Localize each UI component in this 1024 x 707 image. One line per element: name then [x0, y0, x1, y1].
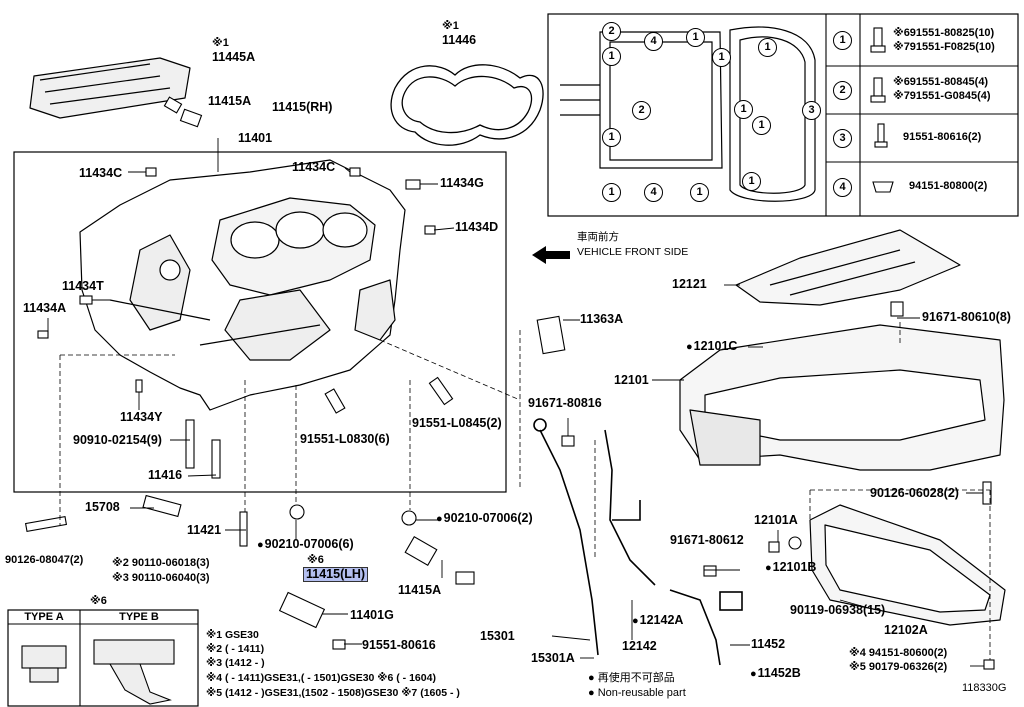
- key-callout-4: 4: [833, 178, 852, 197]
- applicability-5: ※5 (1412 - )GSE31,(1502 - 1508)GSE30 ※7 …: [206, 687, 460, 699]
- label-11434g[interactable]: 11434G: [440, 176, 484, 190]
- label-15708[interactable]: 15708: [85, 500, 120, 514]
- non-reusable-jp: ● 再使用不可部品: [588, 672, 675, 684]
- label-91551-l0845[interactable]: 91551-L0845(2): [412, 416, 502, 430]
- direction-label-jp: 車両前方: [577, 231, 619, 243]
- label-91671-80816[interactable]: 91671-80816: [528, 396, 602, 410]
- label-11452b[interactable]: 11452B: [750, 667, 801, 681]
- label-90179-06326[interactable]: ※5 90179-06326(2): [849, 661, 948, 673]
- label-11415a-top[interactable]: 11415A: [208, 94, 252, 108]
- type-a-title: TYPE A: [24, 611, 64, 623]
- detail-callout: 1: [602, 183, 621, 202]
- key-1-line2: ※791551-F0825(10): [893, 41, 995, 53]
- label-12142[interactable]: 12142: [622, 639, 657, 653]
- detail-callout: 1: [752, 116, 771, 135]
- key-3-line1: 91551-80616(2): [903, 131, 982, 143]
- detail-callout: 4: [644, 183, 663, 202]
- note-11446: ※1: [442, 20, 459, 32]
- applicability-4: ※4 ( - 1411)GSE31,( - 1501)GSE30 ※6 ( - …: [206, 672, 436, 684]
- label-11434c-left[interactable]: 11434C: [79, 166, 123, 180]
- label-11416[interactable]: 11416: [148, 468, 183, 482]
- label-11415-lh[interactable]: 11415(LH): [303, 567, 369, 583]
- label-12102a[interactable]: 12102A: [884, 623, 928, 637]
- detail-callout: 1: [742, 172, 761, 191]
- label-11415a-low[interactable]: 11415A: [398, 583, 442, 597]
- detail-callout: 2: [602, 22, 621, 41]
- label-90110-06018[interactable]: ※2 90110-06018(3): [112, 557, 210, 569]
- label-90910-02154[interactable]: 90910-02154(9): [73, 433, 162, 447]
- key-2-line2: ※791551-G0845(4): [893, 90, 991, 102]
- label-11415-rh[interactable]: 11415(RH): [272, 100, 333, 114]
- label-11434d[interactable]: 11434D: [455, 220, 499, 234]
- applicability-3: ※3 (1412 - ): [206, 657, 265, 669]
- key-1-line1: ※691551-80825(10): [893, 27, 995, 39]
- label-94151-80600[interactable]: ※4 94151-80600(2): [849, 647, 948, 659]
- detail-callout: 1: [690, 183, 709, 202]
- key-2-line1: ※691551-80845(4): [893, 76, 989, 88]
- label-90126-06028[interactable]: 90126-06028(2): [870, 486, 959, 500]
- label-12142a[interactable]: 12142A: [632, 614, 684, 628]
- key-callout-1: 1: [833, 31, 852, 50]
- detail-callout: 1: [758, 38, 777, 57]
- label-11452[interactable]: 11452: [751, 637, 786, 651]
- applicability-2: ※2 ( - 1411): [206, 643, 265, 655]
- label-11445a[interactable]: 11445A: [212, 50, 256, 64]
- label-12101a[interactable]: 12101A: [754, 513, 798, 527]
- detail-callout: 2: [632, 101, 651, 120]
- label-15301a[interactable]: 15301A: [531, 651, 575, 665]
- note-11445a: ※1: [212, 37, 229, 49]
- non-reusable-en: ● Non-reusable part: [588, 687, 686, 699]
- key-callout-3: 3: [833, 129, 852, 148]
- key-4-line1: 94151-80800(2): [909, 180, 988, 192]
- type-box-note: ※6: [90, 595, 107, 607]
- label-12101c[interactable]: 12101C: [686, 340, 738, 354]
- detail-callout: 1: [602, 128, 621, 147]
- detail-callout: 1: [686, 28, 705, 47]
- detail-callout: 3: [802, 101, 821, 120]
- label-11434a[interactable]: 11434A: [23, 301, 67, 315]
- detail-callout: 1: [734, 100, 753, 119]
- label-11363a[interactable]: 11363A: [580, 312, 624, 326]
- label-91671-80612[interactable]: 91671-80612: [670, 533, 744, 547]
- label-90110-06040[interactable]: ※3 90110-06040(3): [112, 572, 210, 584]
- label-91551-80616[interactable]: 91551-80616: [362, 638, 436, 652]
- label-11401g[interactable]: 11401G: [350, 608, 394, 622]
- label-11401[interactable]: 11401: [238, 131, 273, 145]
- applicability-1: ※1 GSE30: [206, 629, 259, 641]
- diagram-code: 118330G: [962, 682, 1007, 694]
- label-90126-08047[interactable]: 90126-08047(2): [5, 554, 84, 566]
- label-12121[interactable]: 12121: [672, 277, 707, 291]
- key-callout-2: 2: [833, 81, 852, 100]
- label-90210-07006-right[interactable]: 90210-07006(2): [436, 512, 533, 526]
- label-90119-06938[interactable]: 90119-06938(15): [790, 603, 886, 617]
- label-91671-80610[interactable]: 91671-80610(8): [922, 310, 1011, 324]
- detail-callout: 1: [602, 47, 621, 66]
- label-12101[interactable]: 12101: [614, 373, 649, 387]
- label-11434t[interactable]: 11434T: [62, 279, 104, 293]
- detail-callout: 1: [712, 48, 731, 67]
- label-15301[interactable]: 15301: [480, 629, 515, 643]
- label-11446[interactable]: 11446: [442, 33, 477, 47]
- label-90210-07006-left[interactable]: 90210-07006(6): [257, 538, 354, 552]
- direction-label-en: VEHICLE FRONT SIDE: [577, 246, 689, 258]
- label-91551-l0830[interactable]: 91551-L0830(6): [300, 432, 390, 446]
- label-11434c-mid[interactable]: 11434C: [292, 160, 336, 174]
- note-11415-lh: ※6: [307, 554, 324, 566]
- label-11434y[interactable]: 11434Y: [120, 410, 163, 424]
- label-11421[interactable]: 11421: [187, 523, 222, 537]
- type-b-title: TYPE B: [119, 611, 159, 623]
- label-12101b[interactable]: 12101B: [765, 561, 817, 575]
- detail-callout: 4: [644, 32, 663, 51]
